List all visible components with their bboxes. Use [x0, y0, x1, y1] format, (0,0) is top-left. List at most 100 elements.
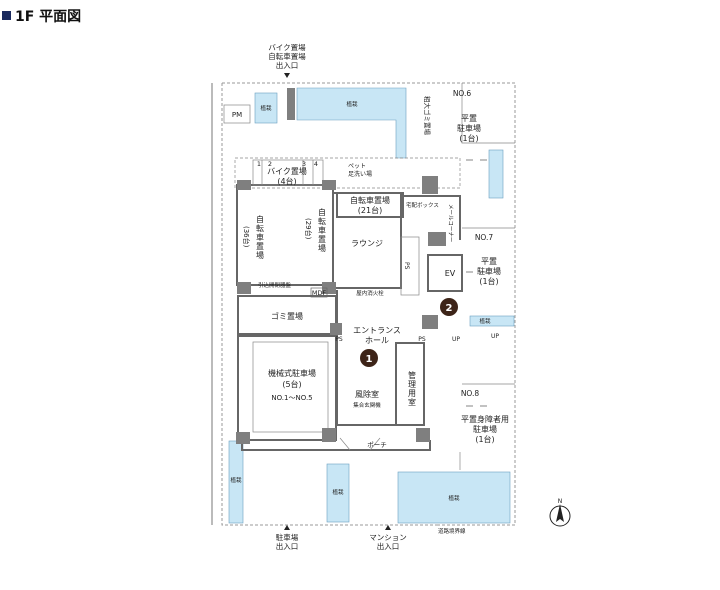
- up-label: UP: [491, 333, 499, 340]
- mansion-entrance-line: 出入口: [377, 541, 400, 551]
- management-char: 室: [408, 397, 416, 407]
- ps-label: PS: [403, 262, 410, 270]
- pet-wash-line: ペット: [348, 163, 366, 170]
- bike-slot-number: 4: [314, 160, 318, 168]
- delivery-box-label: 宅配ボックス: [406, 201, 439, 209]
- planting-area: [254, 92, 278, 124]
- bicycle-36-count: (36台): [242, 226, 251, 248]
- title-bullet: [2, 11, 11, 20]
- planting-label: 植栽: [332, 488, 344, 496]
- bike-entrance-line: 自転車置場: [268, 51, 306, 61]
- flat-parking-6-line: 駐車場: [457, 123, 481, 133]
- management-char: 管: [408, 370, 416, 380]
- flat-parking-7-line: 駐車場: [477, 266, 501, 276]
- up-label: UP: [452, 336, 460, 343]
- flat-parking-6-line: (1台): [459, 133, 478, 143]
- mdf-box: [310, 287, 328, 298]
- planting-area: [296, 87, 407, 159]
- planting-area: [469, 315, 515, 327]
- structural-columns: [236, 88, 446, 444]
- marker-1: 1: [360, 349, 378, 367]
- planting-label: 植栽: [346, 100, 358, 108]
- garbage-label: ゴミ置場: [271, 311, 303, 321]
- disabled-parking-line: 駐車場: [473, 424, 497, 434]
- bicycle-21-line: 自転車置場: [350, 195, 390, 205]
- marker-2: 2: [440, 298, 458, 316]
- mech-parking-line: 機械式駐車場: [268, 368, 316, 378]
- planting-label: 植栽: [230, 476, 242, 484]
- planting-area: [488, 149, 504, 199]
- bicycle-29-char: 車: [318, 225, 326, 235]
- lounge-label: ラウンジ: [351, 239, 383, 248]
- bicycle-21-line: (21台): [358, 205, 382, 215]
- bicycle-29-count: (29台): [304, 218, 313, 240]
- flat-parking-7-line: 平置: [481, 257, 497, 266]
- mail-corner-label: メールコーナー: [447, 204, 454, 242]
- arrow-down-icon: [284, 73, 290, 78]
- planting-label: 植栽: [479, 317, 491, 325]
- bicycle-29-char: 自: [318, 207, 326, 217]
- svg-text:1: 1: [366, 354, 373, 365]
- disabled-parking-line: (1台): [475, 434, 494, 444]
- bike-slot-number: 1: [257, 160, 261, 168]
- bicycle-36-char: 自: [256, 214, 264, 224]
- parking-entrance-line: 出入口: [276, 541, 299, 551]
- hydrant-label: 屋内消火栓: [356, 289, 384, 297]
- mech-parking-line: NO.1～NO.5: [271, 394, 312, 402]
- porch-label: ポーチ: [367, 441, 387, 449]
- disabled-parking-line: 平置身障者用: [461, 414, 509, 424]
- bike-slot-number: 3: [302, 160, 306, 168]
- mdf-label: MDF: [312, 289, 327, 297]
- management-char: 理: [408, 380, 416, 389]
- building-walls: [236, 184, 463, 451]
- no6-label: NO.6: [453, 89, 472, 98]
- ps-label: PS: [418, 336, 426, 343]
- interior-lines: [223, 83, 515, 470]
- bicycle-29-char: 転: [318, 217, 326, 226]
- ps-label: PS: [335, 336, 343, 343]
- bike-parking-line: (4台): [277, 176, 296, 186]
- arrow-up-icon: [385, 525, 391, 530]
- mech-parking-line: (5台): [282, 379, 301, 389]
- planting-area: [397, 471, 511, 524]
- svg-text:2: 2: [446, 303, 453, 314]
- planting-area: [326, 463, 350, 523]
- planting-label: 植栽: [260, 104, 272, 112]
- north-compass-icon: N: [549, 498, 571, 527]
- arrow-up-icon: [284, 525, 290, 530]
- windbreak-line: 集合玄関機: [353, 401, 381, 409]
- pull-door-label: 引込開閉器盤: [258, 281, 292, 289]
- management-char: 用: [408, 389, 416, 398]
- flat-parking-7-line: (1台): [479, 276, 498, 286]
- ev-label: EV: [445, 269, 456, 278]
- no8-label: NO.8: [461, 389, 480, 398]
- garbage-yard-label: 粗大ゴミ置場: [423, 96, 432, 136]
- mansion-entrance-line: マンション: [369, 533, 407, 542]
- bicycle-36-char: 車: [256, 232, 264, 242]
- bicycle-29-char: 場: [318, 243, 326, 253]
- no7-label: NO.7: [475, 233, 494, 242]
- pet-wash-line: 足洗い場: [348, 170, 372, 178]
- pm-label: PM: [232, 111, 242, 119]
- bike-entrance-line: バイク置場: [268, 42, 306, 52]
- bike-slot-number: 2: [268, 160, 272, 168]
- bicycle-36-char: 置: [256, 242, 264, 251]
- page-title: 1F 平面図: [15, 9, 82, 25]
- bike-parking-line: バイク置場: [267, 166, 307, 176]
- entrance-hall-line: ホール: [365, 336, 389, 345]
- entrance-hall-line: エントランス: [353, 326, 401, 335]
- parking-marks: [466, 159, 487, 407]
- north-label: N: [558, 498, 563, 505]
- bike-entrance-line: 出入口: [276, 60, 299, 70]
- flat-parking-6-line: 平置: [461, 114, 477, 123]
- bicycle-36-char: 場: [256, 250, 264, 260]
- planting-label: 植栽: [448, 494, 460, 502]
- windbreak-line: 風除室: [355, 389, 379, 399]
- boundary-label: 道路境界線: [438, 527, 466, 535]
- bicycle-29-char: 置: [318, 235, 326, 244]
- parking-entrance-line: 駐車場: [276, 532, 299, 542]
- planting-areas: [228, 87, 515, 524]
- site-boundary: [211, 82, 516, 526]
- bicycle-36-char: 転: [256, 224, 264, 233]
